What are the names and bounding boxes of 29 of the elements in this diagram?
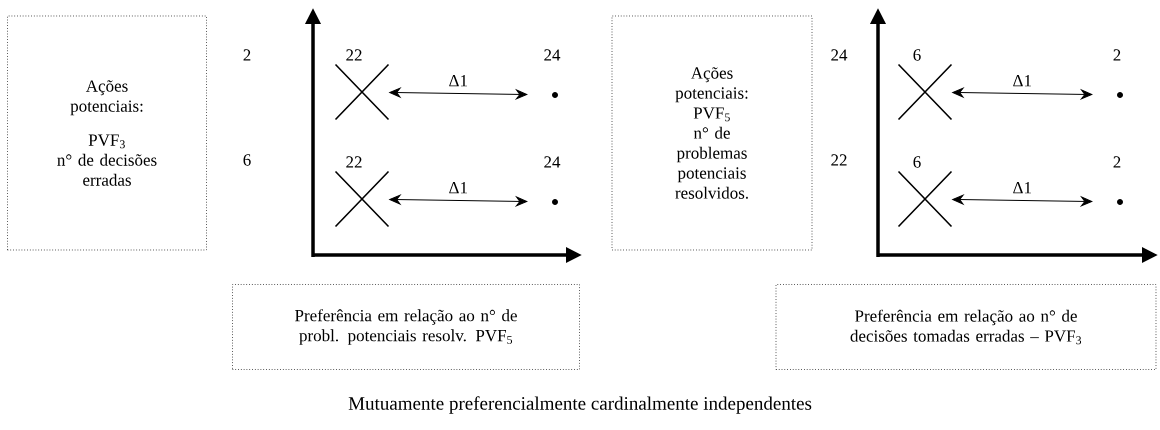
point-label: 22: [346, 156, 362, 168]
cross-marker: [897, 63, 953, 121]
text-box: Ações potenciais: PVF$_{3}$ n° de decisões erradas: [7, 15, 207, 251]
point-label: 24: [544, 156, 561, 168]
point-label: 2: [1113, 156, 1121, 168]
cross-marker: [334, 170, 390, 228]
point-label: 22: [346, 49, 362, 61]
edge-label: Δ1: [449, 182, 467, 194]
cross-marker: [334, 63, 390, 121]
row-label: 6: [243, 154, 251, 166]
double-arrow: [952, 194, 1093, 207]
row-label: 2: [243, 49, 251, 61]
text-box: Preferência em relação ao n° de decisões tomadas erradas – PVF$_{3}$: [775, 284, 1157, 370]
point-label: 6: [913, 49, 921, 61]
cross-marker: [897, 170, 953, 228]
caption: Mutuamente preferencialmente cardinalmente independentes: [348, 396, 812, 414]
row-label: 22: [831, 154, 847, 166]
point-label: 6: [913, 156, 921, 168]
edge-label: Δ1: [449, 75, 467, 87]
row-label: 24: [831, 49, 848, 61]
double-arrow: [389, 194, 528, 207]
text-box: Ações potenciais: PVF$_{5}$ n° de problemas potenciais resolvidos.: [611, 15, 813, 251]
text-box: Preferência em relação ao n° de probl. potenciais resolv. PVF$_{5}$: [232, 284, 580, 370]
point-label: 24: [544, 49, 561, 61]
edge-label: Δ1: [1013, 75, 1031, 87]
double-arrow: [389, 87, 528, 100]
point-label: 2: [1113, 49, 1121, 61]
double-arrow: [952, 87, 1093, 100]
edge-label: Δ1: [1013, 182, 1031, 194]
